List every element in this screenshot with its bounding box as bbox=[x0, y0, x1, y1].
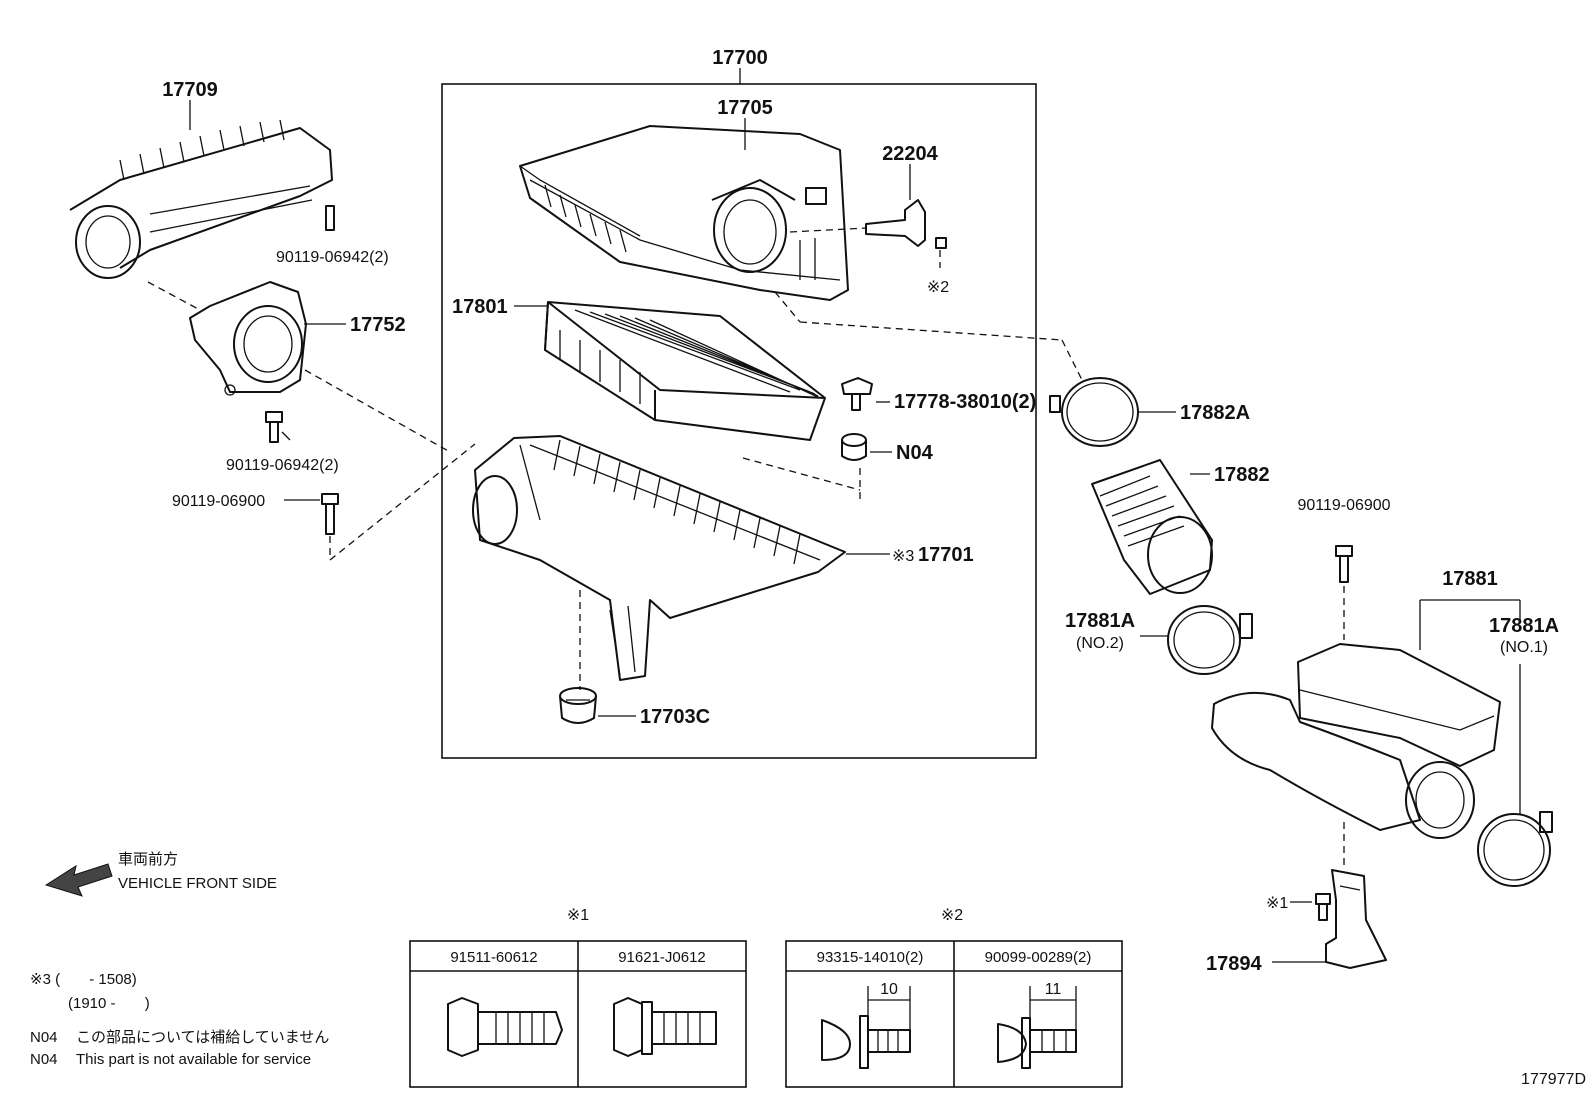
adapter-17752-drawing bbox=[147, 281, 307, 396]
grommet-17703c-drawing bbox=[559, 687, 597, 724]
intake-17881-drawing bbox=[1211, 643, 1501, 839]
table-2-mark: ※2 bbox=[941, 907, 963, 924]
clip-17778-drawing bbox=[841, 377, 873, 411]
table-2-dim2: 11 bbox=[1045, 981, 1062, 998]
part-label-17881a-no2[interactable]: 17881A bbox=[1065, 610, 1135, 632]
part-label-17882[interactable]: 17882 bbox=[1214, 464, 1270, 486]
part-label-90119-06900-left[interactable]: 90119-06900 bbox=[172, 493, 265, 510]
part-label-17703c[interactable]: 17703C bbox=[640, 706, 710, 728]
part-label-17752[interactable]: 17752 bbox=[350, 314, 406, 336]
air-cleaner-cap-drawing bbox=[519, 125, 849, 301]
mass-air-flow-sensor-drawing bbox=[789, 199, 947, 268]
table-2-dim1: 10 bbox=[880, 981, 898, 998]
air-filter-element-drawing bbox=[544, 301, 826, 441]
note-n04-en: This part is not available for service bbox=[76, 1051, 311, 1068]
hose-17882-drawing bbox=[1091, 459, 1213, 595]
note-3-line1: ※3 ( - 1508) bbox=[30, 971, 137, 988]
part-label-17778[interactable]: 17778-38010(2) bbox=[894, 391, 1036, 413]
inlet-duct-17709-drawing bbox=[69, 119, 335, 279]
part-label-17882a[interactable]: 17882A bbox=[1180, 402, 1250, 424]
note-3-line2: (1910 - ) bbox=[68, 995, 150, 1012]
part-label-90119-06942-bot[interactable]: 90119-06942(2) bbox=[226, 457, 339, 474]
table-1-col2[interactable]: 91621-J0612 bbox=[618, 949, 706, 966]
bolt-right-drawing bbox=[1335, 545, 1353, 640]
note-n04-jp: この部品については補給していません bbox=[76, 1029, 329, 1046]
flange-bolt-2-drawing bbox=[613, 997, 717, 1057]
clamp-17881a-no1-drawing bbox=[1477, 811, 1553, 887]
part-label-17881a-no2-sub: (NO.2) bbox=[1076, 635, 1124, 652]
bolt-left-1-drawing bbox=[265, 411, 283, 443]
part-label-17894[interactable]: 17894 bbox=[1206, 953, 1262, 975]
part-note-22204: ※2 bbox=[927, 279, 949, 296]
fastener-table-1 bbox=[409, 940, 747, 1088]
part-label-22204[interactable]: 22204 bbox=[882, 143, 938, 165]
flange-bolt-1-drawing bbox=[447, 997, 563, 1057]
clamp-17881a-no2-drawing bbox=[1167, 605, 1253, 675]
part-note-17894: ※1 bbox=[1266, 895, 1288, 912]
air-cleaner-case-drawing bbox=[472, 435, 861, 690]
grommet-n04-drawing bbox=[841, 433, 867, 461]
part-label-17881[interactable]: 17881 bbox=[1442, 568, 1498, 590]
part-label-17701[interactable]: 17701 bbox=[918, 544, 974, 566]
washer-screw-drawing bbox=[821, 986, 911, 1069]
vehicle-front-arrow-icon bbox=[44, 863, 113, 897]
part-label-17881a-no1-sub: (NO.1) bbox=[1500, 639, 1548, 656]
part-label-90119-06900-right[interactable]: 90119-06900 bbox=[1297, 497, 1390, 514]
note-n04-en-code: N04 bbox=[30, 1051, 58, 1068]
part-label-17801[interactable]: 17801 bbox=[452, 296, 508, 318]
direction-label-en: VEHICLE FRONT SIDE bbox=[118, 875, 277, 892]
direction-label-jp: 車両前方 bbox=[118, 851, 178, 868]
table-1-mark: ※1 bbox=[567, 907, 589, 924]
bolt-left-2-drawing bbox=[304, 369, 476, 561]
part-label-90119-06942-top[interactable]: 90119-06942(2) bbox=[276, 249, 389, 266]
part-label-17881a-no1[interactable]: 17881A bbox=[1489, 615, 1559, 637]
table-2-col2[interactable]: 90099-00289(2) bbox=[985, 949, 1092, 966]
part-note-17701: ※3 bbox=[892, 548, 914, 565]
table-1-col1[interactable]: 91511-60612 bbox=[450, 949, 537, 966]
part-label-17709[interactable]: 17709 bbox=[162, 79, 218, 101]
pan-screw-drawing bbox=[997, 986, 1077, 1069]
part-label-17705[interactable]: 17705 bbox=[717, 97, 773, 119]
figure-id: 177977D bbox=[1521, 1071, 1586, 1088]
clamp-17882a-drawing bbox=[1049, 377, 1139, 447]
assembly-frame-17700 bbox=[441, 83, 1037, 759]
table-2-col1[interactable]: 93315-14010(2) bbox=[817, 949, 924, 966]
part-label-n04[interactable]: N04 bbox=[896, 442, 934, 464]
note-n04-jp-code: N04 bbox=[30, 1029, 58, 1046]
part-label-17700[interactable]: 17700 bbox=[712, 47, 768, 69]
bracket-17894-drawing bbox=[1315, 822, 1387, 969]
fastener-table-2 bbox=[785, 940, 1123, 1088]
